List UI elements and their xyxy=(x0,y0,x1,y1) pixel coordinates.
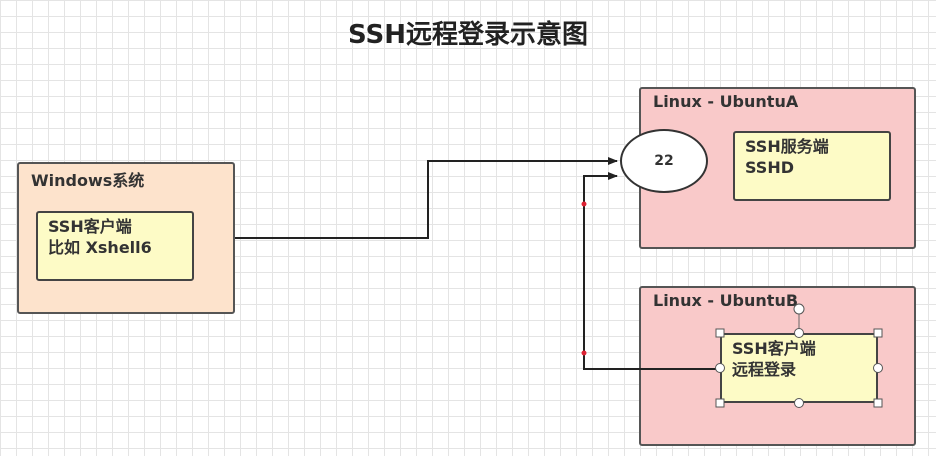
ssh-server-box[interactable]: SSH服务端 SSHD xyxy=(733,131,891,201)
port-label: 22 xyxy=(654,153,674,169)
ssh-server-line2: SSHD xyxy=(745,158,794,177)
ssh-server-line1: SSH服务端 xyxy=(745,137,829,156)
ubuntu-b-label: Linux - UbuntuB xyxy=(653,291,799,310)
windows-system-label: Windows系统 xyxy=(31,171,145,190)
connector-waypoint-dot xyxy=(581,350,587,356)
ubuntu-b-client-line2: 远程登录 xyxy=(732,360,797,379)
ubuntu-b-ssh-client-box[interactable]: SSH客户端 远程登录 xyxy=(720,333,878,403)
ubuntu-b-client-line1: SSH客户端 xyxy=(732,339,816,358)
port-22-node[interactable]: 22 xyxy=(620,129,708,193)
connector-windows-to-port[interactable] xyxy=(235,157,618,239)
windows-client-line2: 比如 Xshell6 xyxy=(48,238,152,257)
connector-waypoint-dot xyxy=(581,201,587,207)
windows-ssh-client-box[interactable]: SSH客户端 比如 Xshell6 xyxy=(36,211,194,281)
windows-client-line1: SSH客户端 xyxy=(48,217,132,236)
diagram-title: SSH远程登录示意图 xyxy=(347,20,589,50)
ubuntu-a-label: Linux - UbuntuA xyxy=(653,92,799,111)
